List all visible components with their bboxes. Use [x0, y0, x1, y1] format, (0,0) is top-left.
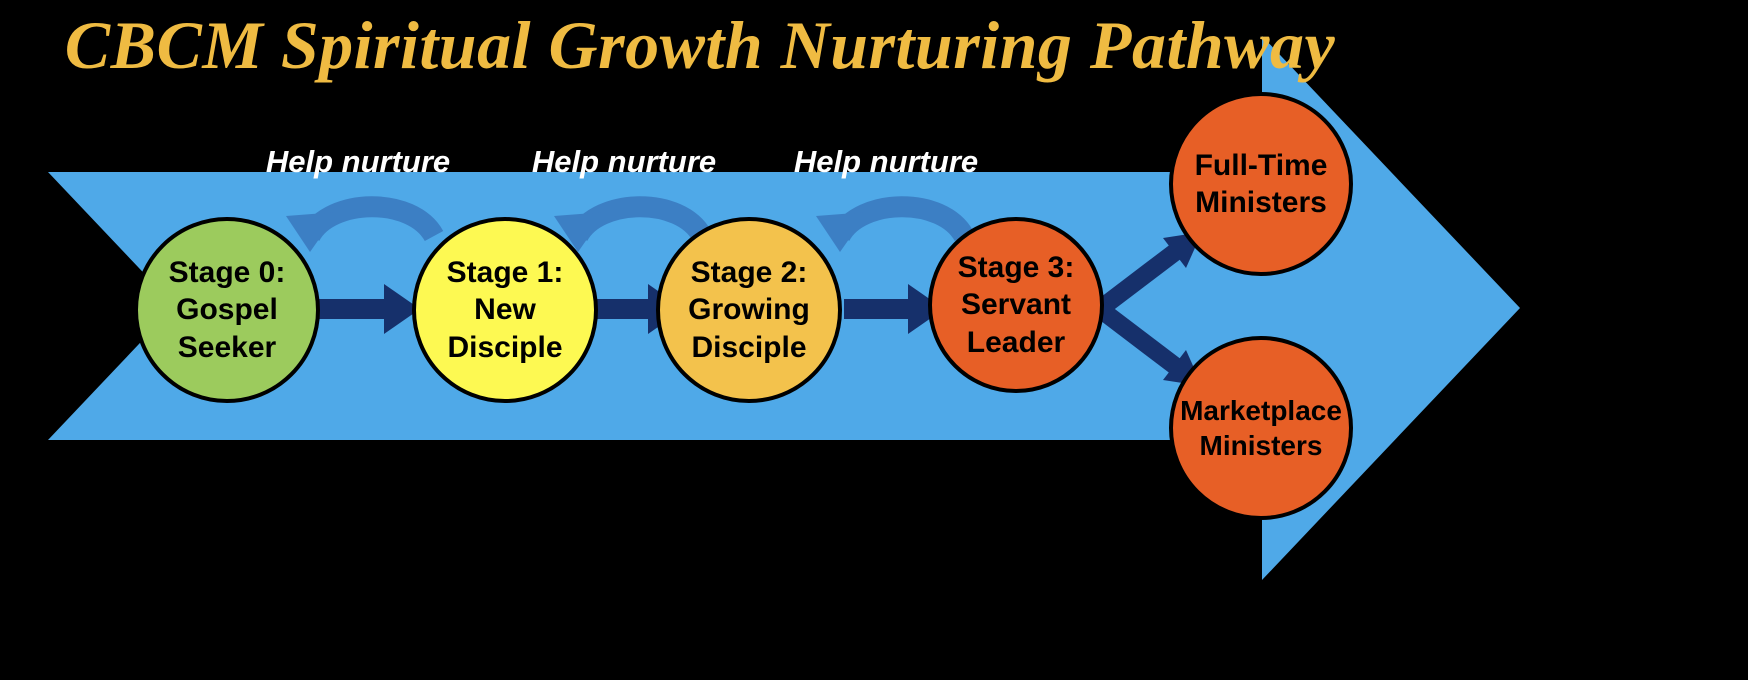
help-nurture-label-3: Help nurture	[793, 144, 979, 179]
stage-1-node[interactable]: Stage 1: New Disciple	[412, 217, 598, 403]
stage-0-line-1: Stage 0:	[168, 255, 286, 289]
stage-2-node[interactable]: Stage 2: Growing Disciple	[656, 217, 842, 403]
page-title: CBCM Spiritual Growth Nurturing Pathway	[64, 7, 1336, 83]
stage-2-line-3: Disciple	[691, 330, 807, 364]
help-nurture-label-1: Help nurture	[265, 144, 451, 179]
stage-2-line-1: Stage 2:	[690, 255, 808, 289]
stage-3-line-2: Servant	[960, 288, 1072, 322]
help-nurture-label-2: Help nurture	[531, 144, 717, 179]
stage-0-line-2: Gospel	[176, 293, 278, 327]
stage-3-line-3: Leader	[966, 325, 1066, 359]
marketplace-ministers-line-2: Ministers	[1199, 430, 1323, 461]
stage-1-line-3: Disciple	[447, 330, 563, 364]
stage-3-line-1: Stage 3:	[957, 250, 1075, 284]
full-time-ministers-line-1: Full-Time	[1194, 148, 1328, 182]
full-time-ministers-node[interactable]: Full-Time Ministers	[1169, 92, 1353, 276]
stage-0-line-3: Seeker	[177, 330, 277, 364]
full-time-ministers-line-2: Ministers	[1195, 186, 1327, 219]
marketplace-ministers-line-1: Marketplace	[1180, 395, 1342, 426]
stage-1-line-1: Stage 1:	[446, 255, 564, 289]
marketplace-ministers-node[interactable]: Marketplace Ministers	[1169, 336, 1353, 520]
stage-1-line-2: New	[474, 293, 536, 327]
stage-2-line-2: Growing	[688, 293, 810, 327]
stage-0-node[interactable]: Stage 0: Gospel Seeker	[134, 217, 320, 403]
stage-3-node[interactable]: Stage 3: Servant Leader	[928, 217, 1104, 393]
